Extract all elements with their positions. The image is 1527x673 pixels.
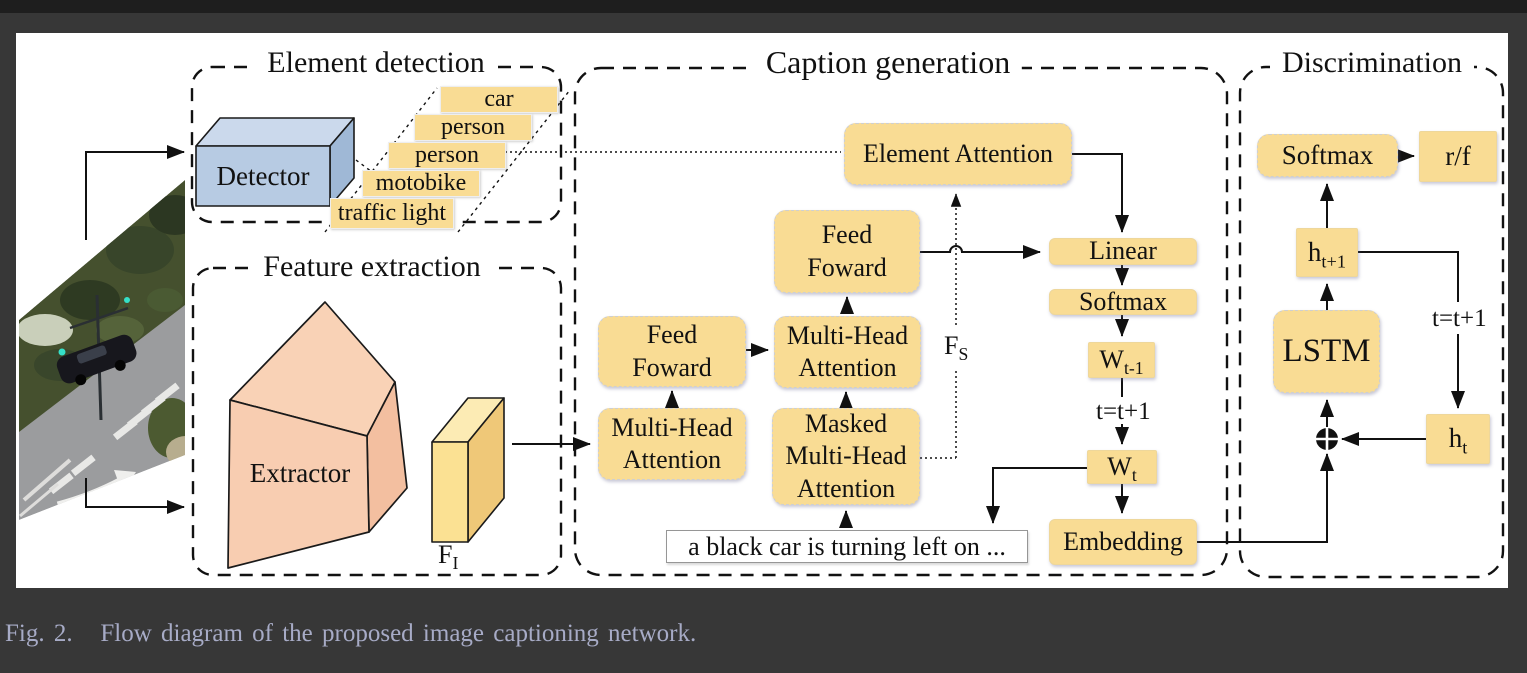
element-label-motobike: motobike bbox=[362, 170, 480, 197]
softmax-cg-box: Softmax bbox=[1049, 287, 1197, 316]
h-t-box: ht bbox=[1426, 414, 1490, 464]
ff-line1: Feed bbox=[821, 220, 873, 249]
fi-sub: I bbox=[452, 553, 459, 574]
detector-3d-box bbox=[195, 117, 355, 207]
element-label-person2: person bbox=[388, 142, 506, 169]
masked-multi-head-attention-box: Masked Multi-Head Attention bbox=[772, 408, 920, 505]
masked-line2: Multi-Head bbox=[785, 441, 907, 471]
fs-base: F bbox=[944, 331, 959, 360]
arrow-image-to-extractor bbox=[85, 478, 185, 514]
arrow-image-to-detector bbox=[85, 145, 185, 240]
wt1-base: W bbox=[1099, 344, 1124, 374]
h-next-label: ht+1 bbox=[1307, 236, 1347, 272]
h-next-base: h bbox=[1307, 236, 1322, 267]
feed-forward-left-box: Feed Foward bbox=[598, 316, 746, 387]
caption-generation-border bbox=[573, 66, 1229, 577]
wt1-sub: t-1 bbox=[1123, 357, 1144, 378]
embedding-box: Embedding bbox=[1049, 519, 1197, 565]
wt-base: W bbox=[1107, 451, 1132, 481]
rf-box: r/f bbox=[1419, 131, 1497, 182]
section-title-feature-extraction: Feature extraction bbox=[251, 250, 493, 284]
arrow-ea-to-linear bbox=[1072, 153, 1129, 233]
arrow-embedding-to-plus bbox=[1197, 453, 1334, 543]
car-in-photo bbox=[56, 334, 137, 386]
h-t-base: h bbox=[1448, 423, 1463, 454]
element-label-traffic-light: traffic light bbox=[330, 198, 454, 229]
ff-left-line2: Foward bbox=[632, 352, 712, 382]
mha-left-line2: Attention bbox=[622, 445, 722, 474]
element-label-car: car bbox=[440, 86, 558, 113]
fi-label: FI bbox=[438, 540, 459, 574]
window-top-bar bbox=[0, 0, 1527, 13]
wt-label: Wt bbox=[1107, 451, 1136, 484]
element-attention-box: Element Attention bbox=[844, 123, 1072, 185]
masked-line3: Attention bbox=[796, 473, 896, 503]
element-label-person1: person bbox=[414, 114, 532, 141]
street-scene-photo bbox=[19, 180, 185, 520]
wt-box: Wt bbox=[1087, 450, 1157, 484]
mha-mid-line2: Attention bbox=[798, 353, 897, 382]
arrow-wt-to-input bbox=[986, 467, 1087, 524]
wt1-label: Wt-1 bbox=[1099, 344, 1143, 377]
section-title-element-detection: Element detection bbox=[255, 46, 497, 80]
linear-box: Linear bbox=[1049, 236, 1197, 265]
softmax-disc-box: Softmax bbox=[1257, 134, 1398, 177]
wt-sub: t bbox=[1131, 464, 1137, 485]
h-next-box: ht+1 bbox=[1296, 228, 1358, 277]
section-title-discrimination: Discrimination bbox=[1270, 46, 1474, 80]
extractor-label: Extractor bbox=[249, 458, 351, 488]
multi-head-attention-left-box: Multi-Head Attention bbox=[598, 408, 746, 480]
line-hnext-loop bbox=[1358, 251, 1459, 302]
h-t-sub: t bbox=[1462, 437, 1468, 458]
caption-input-box: a black car is turning left on ... bbox=[666, 530, 1028, 563]
ff-line2: Foward bbox=[807, 252, 887, 282]
h-t-label: ht bbox=[1448, 422, 1468, 458]
lstm-box: LSTM bbox=[1273, 310, 1380, 393]
mha-left-line1: Multi-Head bbox=[611, 412, 733, 442]
ff-left-line1: Feed bbox=[646, 320, 698, 349]
fs-label: FS bbox=[942, 331, 971, 365]
fs-sub: S bbox=[958, 344, 969, 365]
h-next-sub: t+1 bbox=[1321, 251, 1347, 272]
section-title-caption-generation: Caption generation bbox=[753, 44, 1023, 81]
arrow-fftop-to-linear bbox=[920, 245, 1041, 259]
masked-line1: Masked bbox=[804, 408, 888, 438]
plus-combine-node bbox=[1315, 427, 1339, 451]
fi-feature-3d-box bbox=[431, 397, 505, 543]
t-update-disc-label: t=t+1 bbox=[1430, 305, 1489, 333]
feed-forward-top-box: Feed Foward bbox=[774, 210, 920, 293]
extractor-3d-shape bbox=[227, 301, 408, 569]
figure-caption: Fig. 2. Flow diagram of the proposed ima… bbox=[5, 620, 697, 647]
mha-mid-line1: Multi-Head bbox=[786, 320, 909, 350]
t-update-cg-label: t=t+1 bbox=[1096, 398, 1151, 425]
multi-head-attention-mid-box: Multi-Head Attention bbox=[774, 316, 921, 388]
fi-base: F bbox=[438, 540, 453, 569]
wt1-box: Wt-1 bbox=[1088, 342, 1155, 378]
detector-label: Detector bbox=[216, 160, 310, 191]
